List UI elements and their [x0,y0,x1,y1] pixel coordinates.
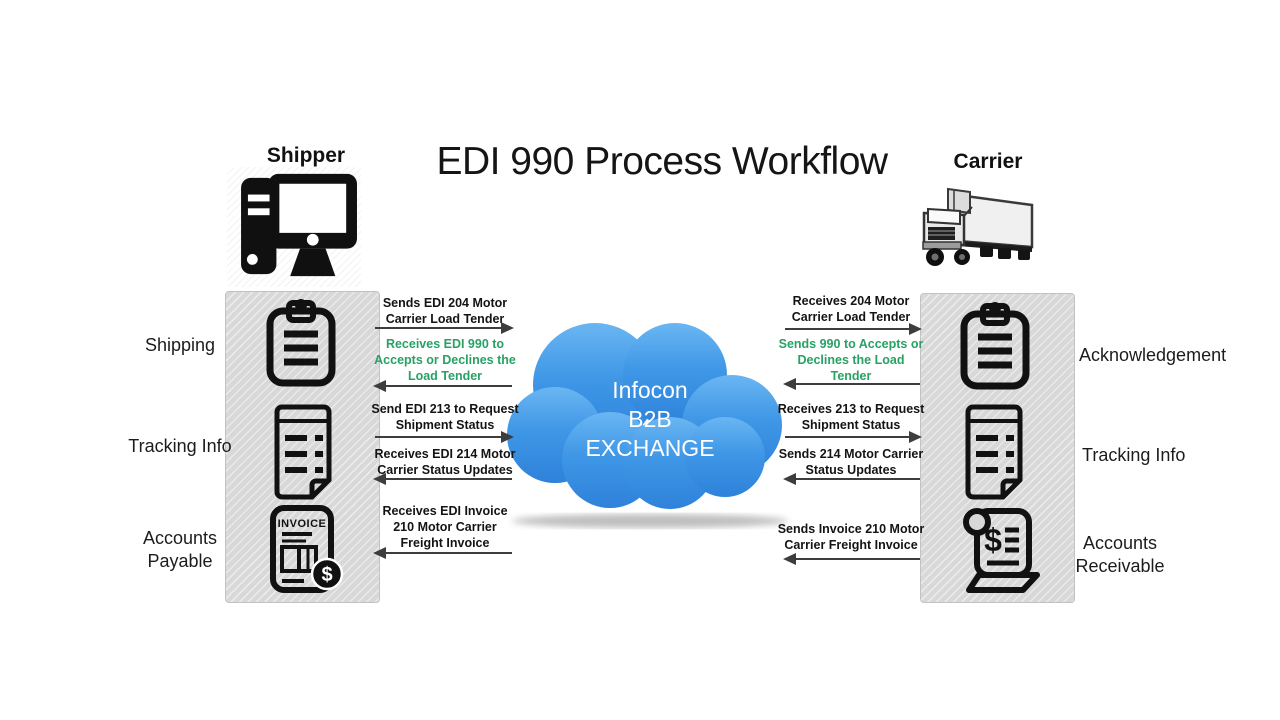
shipper-panel [225,291,380,603]
carrier-panel [920,293,1075,603]
flow-left-4-arrow [373,472,512,485]
flow-left-3-arrow [375,430,514,443]
flow-right-2-label: Sends 990 to Accepts or Declines the Loa… [778,337,924,383]
label-shipping: Shipping [144,335,216,355]
label-acknowledgement: Acknowledgement [1079,345,1227,365]
svg-text:$: $ [984,522,1002,558]
flow-right-3-label: Receives 213 to Request Shipment Status [777,402,925,432]
flow-right-5-label: Sends Invoice 210 Motor Carrier Freight … [777,522,925,552]
flow-right-1-arrow [785,322,922,335]
cloud-line-3: EXCHANGE [585,435,714,461]
flow-left-5-label: Receives EDI Invoice 210 Motor Carrier F… [382,504,508,550]
desktop-computer-icon [241,173,357,277]
tracking-document-icon [965,404,1023,500]
shipper-label: Shipper [266,144,346,167]
svg-text:$: $ [321,564,332,586]
clipboard-icon [266,299,336,387]
flow-left-5-arrow [373,546,512,559]
semi-truck-icon [922,187,1034,266]
label-accounts-payable: Accounts Payable [142,528,218,572]
flow-right-4-label: Sends 214 Motor Carrier Status Updates [778,447,924,477]
receipt-scroll-dollar-icon: $ [963,508,1040,593]
clipboard-icon [960,302,1030,390]
flow-right-3-arrow [785,430,922,443]
flow-right-5-arrow [783,552,920,565]
tracking-document-icon [274,404,332,500]
flow-left-3-label: Send EDI 213 to Request Shipment Status [371,402,519,432]
flow-left-4-label: Receives EDI 214 Motor Carrier Status Up… [374,447,516,477]
flow-left-2-arrow [373,379,512,392]
label-tracking-info-right: Tracking Info [1082,445,1186,465]
flow-left-1-arrow [375,321,514,334]
flow-right-4-arrow [783,472,920,485]
b2b-exchange-cloud: Infocon B2B EXCHANGE [504,320,788,528]
cloud-line-2: B2B [628,406,671,432]
carrier-label: Carrier [953,150,1023,173]
flow-left-1-label: Sends EDI 204 Motor Carrier Load Tender [382,296,508,326]
invoice-dollar-icon: INVOICE $ [270,505,344,593]
page-title: EDI 990 Process Workflow [436,140,888,183]
label-accounts-receivable: Accounts Receivable [1075,533,1165,577]
flow-right-2-arrow [783,377,920,390]
svg-text:INVOICE: INVOICE [278,518,327,530]
cloud-line-1: Infocon [612,377,687,403]
flow-right-1-label: Receives 204 Motor Carrier Load Tender [791,294,911,324]
flow-left-2-label: Receives EDI 990 to Accepts or Declines … [374,337,516,383]
label-tracking-info-left: Tracking Info [128,436,232,456]
